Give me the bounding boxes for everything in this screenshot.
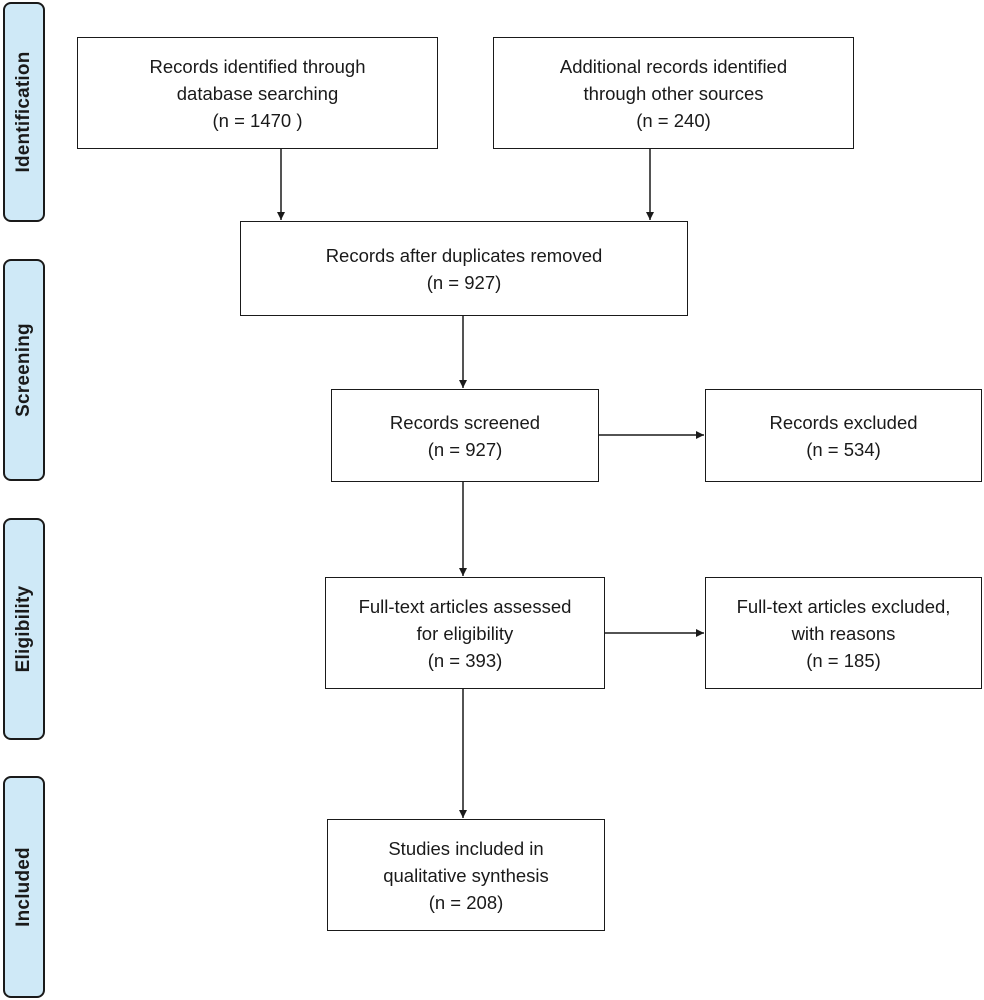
phase-included-label: Included <box>13 847 34 927</box>
phase-screening-label: Screening <box>13 323 34 417</box>
box-included-count: (n = 208) <box>428 891 504 913</box>
phase-eligibility-label: Eligibility <box>13 585 34 673</box>
box-fulltext-assessed: Full-text articles assessed for eligibil… <box>325 577 605 689</box>
phase-screening: Screening <box>3 259 45 481</box>
phase-included: Included <box>3 776 45 998</box>
box-fulltext-line1: Full-text articles assessed <box>358 595 572 617</box>
box-duplicates-line1: Records after duplicates removed <box>325 244 603 266</box>
box-database-count: (n = 1470 ) <box>212 109 303 131</box>
box-screened-count: (n = 927) <box>427 438 503 460</box>
box-fulltext-excluded-line2: with reasons <box>791 622 896 644</box>
box-database-line1: Records identified through <box>149 55 366 77</box>
box-records-excluded: Records excluded (n = 534) <box>705 389 982 482</box>
box-fulltext-excluded-line1: Full-text articles excluded, <box>736 595 951 617</box>
box-other-sources-line2: through other sources <box>583 82 764 104</box>
box-studies-included: Studies included in qualitative synthesi… <box>327 819 605 931</box>
box-fulltext-line2: for eligibility <box>416 622 514 644</box>
box-included-line1: Studies included in <box>388 837 544 859</box>
phase-eligibility: Eligibility <box>3 518 45 740</box>
box-excluded-count: (n = 534) <box>806 438 881 460</box>
box-database-line2: database searching <box>176 82 339 104</box>
box-excluded-line1: Records excluded <box>769 411 918 433</box>
box-included-line2: qualitative synthesis <box>383 864 549 886</box>
box-screened-line1: Records screened <box>389 411 541 433</box>
phase-identification: Identification <box>3 2 45 222</box>
box-other-sources: Additional records identified through ot… <box>493 37 854 149</box>
box-duplicates-removed: Records after duplicates removed (n = 92… <box>240 221 688 316</box>
box-duplicates-count: (n = 927) <box>426 271 502 293</box>
box-other-sources-line1: Additional records identified <box>559 55 788 77</box>
box-other-sources-count: (n = 240) <box>636 109 711 131</box>
box-fulltext-count: (n = 393) <box>427 649 503 671</box>
phase-identification-label: Identification <box>13 51 34 173</box>
box-fulltext-excluded-count: (n = 185) <box>806 649 881 671</box>
box-fulltext-excluded: Full-text articles excluded, with reason… <box>705 577 982 689</box>
box-database-searching: Records identified through database sear… <box>77 37 438 149</box>
box-records-screened: Records screened (n = 927) <box>331 389 599 482</box>
